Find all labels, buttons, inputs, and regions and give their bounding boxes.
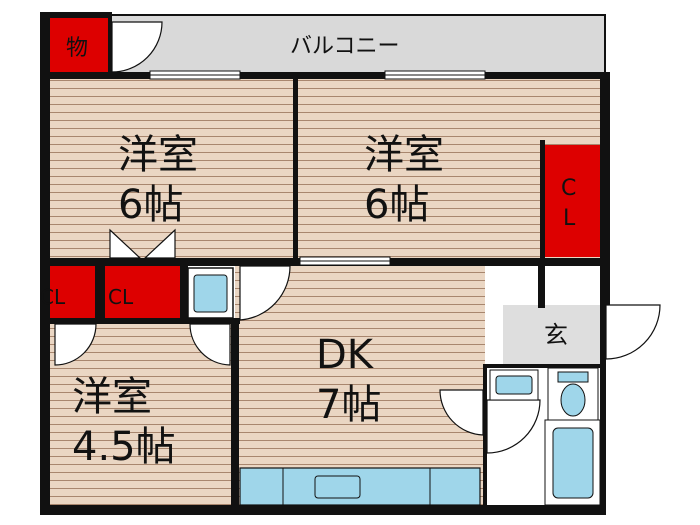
entrance-area <box>503 305 600 365</box>
toilet-icon <box>547 367 599 421</box>
dk-size: 7帖 <box>316 382 381 428</box>
closet-left-outer <box>50 266 95 318</box>
room2-size: 6帖 <box>364 182 429 228</box>
room3-size: 4.5帖 <box>72 424 176 470</box>
room2-name: 洋室 <box>364 132 444 178</box>
room3-name: 洋室 <box>72 374 152 420</box>
balcony-label: バルコニー <box>290 34 400 59</box>
sink-icon <box>489 369 539 401</box>
closet-right-label-1: C <box>561 176 576 201</box>
dk-floor <box>235 265 485 505</box>
room1-size: 6帖 <box>118 182 183 228</box>
closet-right <box>543 145 601 257</box>
kitchen-counter-icon <box>239 467 481 506</box>
door-swing-icon <box>54 21 661 454</box>
balcony-area <box>109 14 606 76</box>
walls <box>40 12 610 515</box>
storage-closet <box>48 18 110 73</box>
room1-name: 洋室 <box>118 132 198 178</box>
entrance-label: 玄 <box>544 321 568 349</box>
dk-name: DK <box>316 332 375 378</box>
closet-right-label-2: L <box>563 206 576 231</box>
closet-left-inner-label: CL <box>108 285 134 309</box>
closet-left-inner <box>105 266 180 318</box>
closet-left-outer-label: CL <box>40 285 66 309</box>
room1-floor <box>50 77 295 262</box>
storage-label: 物 <box>66 36 88 61</box>
bathtub-icon <box>544 419 601 506</box>
washing-machine-icon <box>187 267 234 319</box>
sliding-window-icon <box>149 70 486 266</box>
